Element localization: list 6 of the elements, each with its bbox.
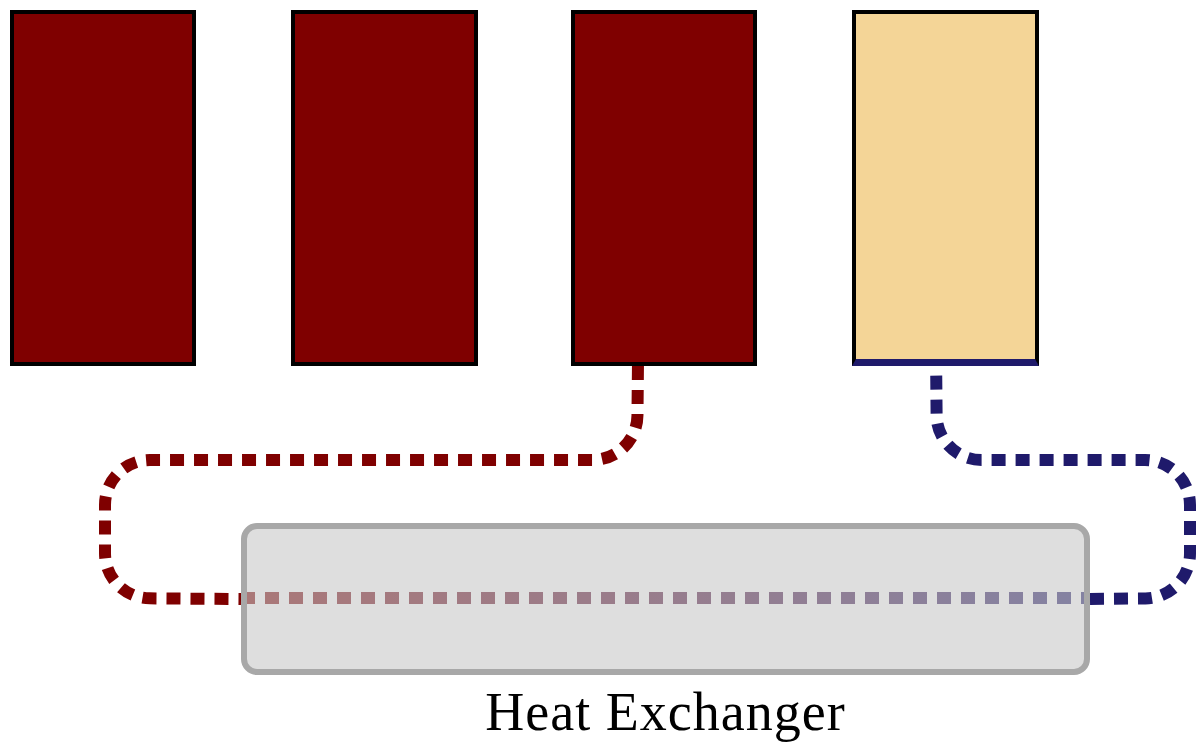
node-label: Heat Exchanger (485, 683, 846, 741)
block (291, 10, 478, 366)
block (10, 10, 196, 366)
pipe-line (99, 365, 644, 605)
block (852, 10, 1039, 366)
block (571, 10, 757, 366)
